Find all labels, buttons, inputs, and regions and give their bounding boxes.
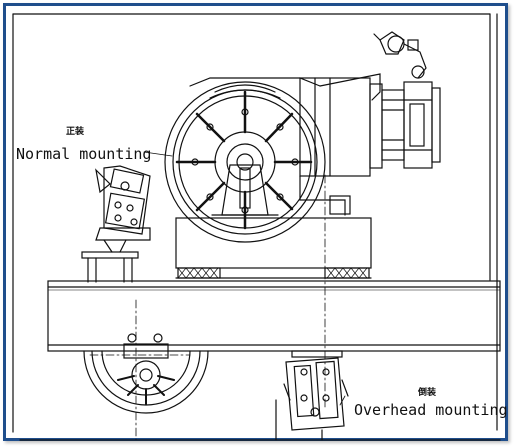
overhead-mounting-cn-label: 倒装 (418, 388, 437, 398)
sheave-pedestal (211, 164, 279, 216)
leader-lines (143, 151, 346, 406)
main-beam (47, 280, 501, 352)
normal-mount-brake (81, 165, 151, 283)
normal-mounting-cn-label: 正装 (66, 127, 85, 137)
diagram-frame (3, 3, 508, 441)
center-lines (89, 174, 326, 441)
deflector-wheel (83, 333, 209, 414)
normal-mounting-label: Normal mounting (16, 145, 152, 163)
overhead-mounting-label: Overhead mounting (354, 401, 508, 419)
brake-assembly (373, 31, 427, 79)
frame-lines (12, 13, 498, 433)
traction-sheave (164, 81, 326, 243)
motor-housing (189, 73, 441, 216)
machine-base (175, 217, 372, 279)
overhead-mount-brake (275, 350, 349, 441)
